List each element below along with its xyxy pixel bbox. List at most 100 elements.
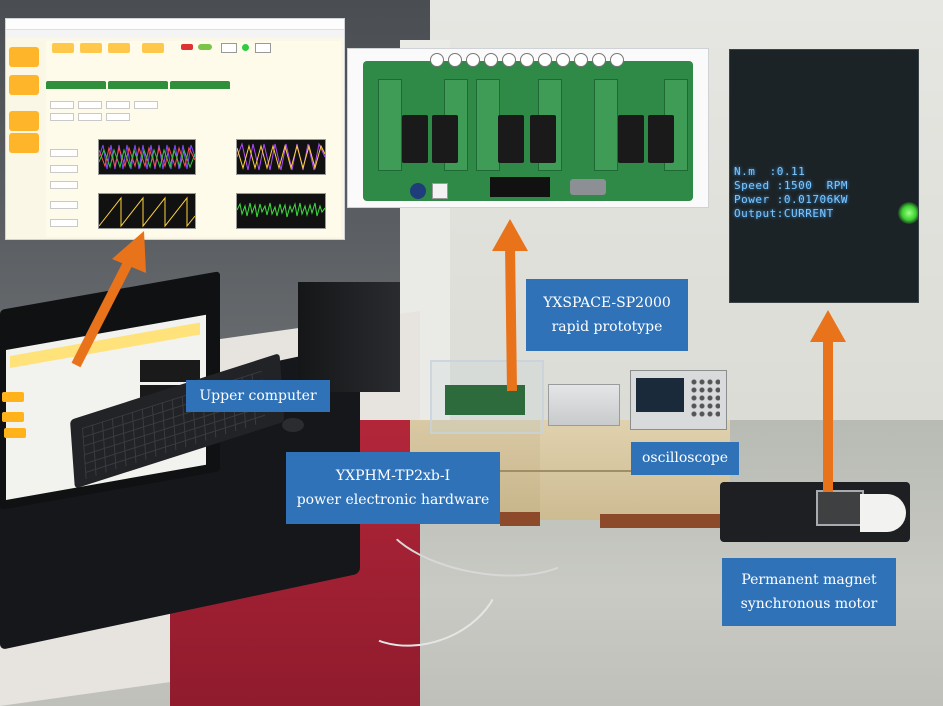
ui-field	[106, 113, 130, 121]
ui-field	[50, 101, 74, 109]
ui-side-button	[9, 111, 39, 131]
driver-card	[476, 79, 500, 171]
test-point	[520, 53, 534, 67]
driver-card	[594, 79, 618, 171]
label-upper-computer: Upper computer	[186, 380, 330, 412]
power-readout: Power :0.01706KW	[734, 193, 848, 206]
ui-field	[78, 113, 102, 121]
relay	[432, 115, 458, 163]
ui-toolbar-button	[142, 43, 164, 53]
torque-readout: N.m :0.11	[734, 165, 806, 178]
pc-tower	[298, 282, 400, 392]
label-power-hardware: YXPHM-TP2xb-I power electronic hardware	[286, 452, 500, 524]
upward-arrow-icon	[492, 219, 528, 392]
ui-field	[50, 181, 78, 189]
pallet	[600, 514, 720, 528]
output-readout: Output:CURRENT	[734, 207, 834, 220]
test-point	[466, 53, 480, 67]
ui-tab	[46, 81, 106, 89]
db9-connector	[570, 179, 606, 195]
oled-readout: N.m :0.11 Speed :1500 RPM Power :0.01706…	[734, 165, 874, 225]
ui-field	[50, 165, 78, 173]
ui-numeric-field	[221, 43, 237, 53]
test-point	[574, 53, 588, 67]
rapid-prototype-board-inset	[347, 48, 709, 208]
ui-field	[106, 101, 130, 109]
upward-arrow-icon	[810, 310, 846, 492]
label-rapid-prototype: YXSPACE-SP2000 rapid prototype	[526, 279, 688, 351]
label-pmsm-line1: Permanent magnet	[741, 571, 877, 588]
ribbon-header	[490, 177, 550, 197]
ui-main-panel	[46, 41, 341, 237]
ui-toolbar-button	[80, 43, 102, 53]
acrylic-enclosure	[430, 360, 544, 434]
mouse	[282, 418, 304, 432]
test-point	[430, 53, 444, 67]
pallet	[500, 512, 540, 526]
monitor-screen-button	[4, 428, 26, 438]
ui-field	[78, 101, 102, 109]
upper-computer-ui-inset	[5, 18, 345, 240]
test-point	[592, 53, 606, 67]
test-point	[484, 53, 498, 67]
ui-window-titlebar	[6, 19, 344, 30]
relay	[648, 115, 674, 163]
relay	[530, 115, 556, 163]
test-point	[448, 53, 462, 67]
label-rapid-prototype-line2: rapid prototype	[551, 319, 663, 335]
ui-side-button	[9, 75, 39, 95]
ui-led	[242, 44, 249, 51]
capacitor	[410, 183, 426, 199]
motor-body	[860, 494, 906, 532]
ui-waveform-plot-svg	[236, 142, 326, 171]
relay	[618, 115, 644, 163]
driver-card	[378, 79, 402, 171]
label-oscilloscope: oscilloscope	[631, 442, 739, 475]
ui-waveform-plot	[236, 193, 326, 229]
motor-display-inset: N.m :0.11 Speed :1500 RPM Power :0.01706…	[729, 49, 919, 303]
ui-toggle	[198, 44, 212, 50]
ui-field	[50, 201, 78, 209]
motor-coupling-frame	[816, 490, 864, 526]
ui-status-indicator	[181, 44, 193, 50]
gray-instrument-box	[548, 384, 620, 426]
upward-arrow-icon	[71, 231, 146, 368]
label-upper-computer-text: Upper computer	[199, 387, 317, 404]
ui-tab	[108, 81, 168, 89]
label-power-hardware-line2: power electronic hardware	[296, 492, 490, 508]
ui-waveform-plot-svg	[236, 202, 326, 218]
ui-field	[50, 113, 74, 121]
ui-side-button	[9, 47, 39, 67]
monitor-screen-button	[2, 412, 24, 422]
green-led-icon	[898, 202, 918, 224]
ui-waveform-plot-svg	[98, 196, 196, 228]
label-power-hardware-line1: YXPHM-TP2xb-I	[335, 467, 451, 484]
label-pmsm-line2: synchronous motor	[740, 596, 878, 612]
test-point	[538, 53, 552, 67]
monitor-screen-plot	[140, 360, 200, 382]
ui-waveform-plot	[98, 139, 196, 175]
ui-side-button	[9, 133, 39, 153]
monitor-screen-button	[2, 392, 24, 402]
label-oscilloscope-text: oscilloscope	[641, 450, 729, 467]
ui-tab	[170, 81, 230, 89]
ui-field	[134, 101, 158, 109]
label-pmsm: Permanent magnet synchronous motor	[722, 558, 896, 626]
oscilloscope-knobs	[690, 378, 720, 418]
relay	[498, 115, 524, 163]
relay	[402, 115, 428, 163]
oscilloscope-screen	[636, 378, 684, 412]
ui-field	[50, 219, 78, 227]
crate-slat	[410, 470, 730, 472]
ui-sidebar	[9, 43, 39, 233]
ui-waveform-plot	[98, 193, 196, 229]
test-point	[502, 53, 516, 67]
potentiometer	[432, 183, 448, 199]
speed-readout: Speed :1500 RPM	[734, 179, 848, 192]
ui-field	[50, 149, 78, 157]
label-rapid-prototype-line1: YXSPACE-SP2000	[543, 294, 671, 311]
ui-menubar	[6, 30, 344, 38]
ui-waveform-plot-svg	[98, 144, 196, 170]
test-point	[610, 53, 624, 67]
ui-toolbar-button	[108, 43, 130, 53]
